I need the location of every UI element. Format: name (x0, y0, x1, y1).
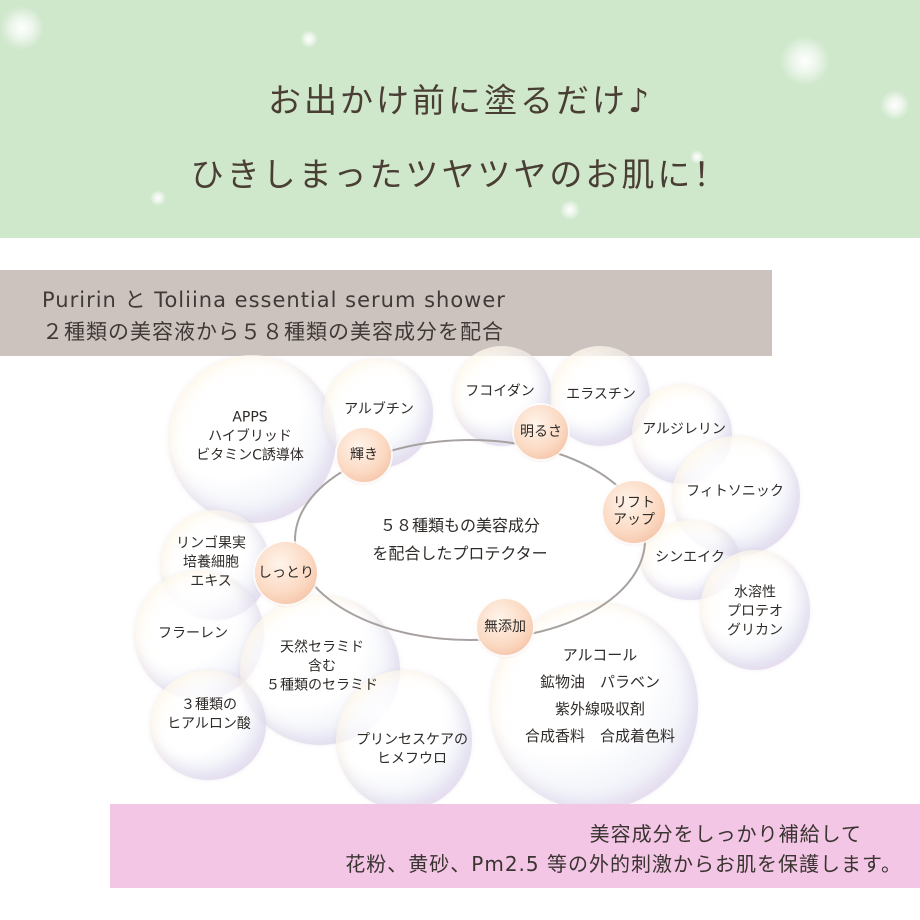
benefit-line-2: 花粉、黄砂、Pm2.5 等の外的刺激からお肌を保護します。 (345, 852, 902, 876)
ingredient-himefuro: プリンセスケアの ヒメフウロ (356, 732, 468, 767)
bubble (168, 355, 336, 523)
product-summary: ２種類の美容液から５８種類の美容成分を配合 (42, 320, 504, 344)
ingredient-apple-stem-cell: リンゴ果実 培養細胞 エキス (176, 535, 246, 590)
bubble (150, 670, 266, 780)
ingredient-proteoglycan: 水溶性 プロテオ グリカン (727, 584, 783, 639)
sparkle-decoration (780, 36, 830, 86)
sparkle-decoration (880, 90, 910, 120)
ingredient-synake: シンエイク (655, 549, 725, 566)
ingredient-arbutin: アルブチン (344, 401, 414, 418)
ingredient-hyaluronic-acid: ３種類の ヒアルロン酸 (167, 697, 251, 732)
additive-free-list: アルコール 鉱物油 パラベン 紫外線吸収剤 合成香料 合成着色料 (524, 646, 676, 745)
sparkle-decoration (560, 200, 580, 220)
category-lift-up-label: リフト アップ (613, 495, 655, 528)
sparkle-decoration (0, 6, 44, 50)
category-additive-free: 無添加 (477, 599, 533, 655)
headline-line-1: お出かけ前に塗るだけ♪ (267, 81, 653, 120)
ingredient-apps: APPS ハイブリッド ビタミンC誘導体 (196, 409, 304, 464)
category-moisture: しっとり (255, 542, 317, 604)
sparkle-decoration (690, 150, 704, 164)
category-moisture-label: しっとり (258, 564, 314, 581)
product-band: Puririn と Toliina essential serum shower… (0, 270, 772, 356)
benefit-line-1: 美容成分をしっかり補給して (589, 822, 862, 846)
category-brightness: 明るさ (514, 405, 568, 459)
bubble (336, 670, 472, 810)
category-brightness-label: 明るさ (520, 423, 562, 440)
center-line-1: ５８種類もの美容成分 (379, 516, 540, 535)
bubble (700, 550, 810, 670)
product-name: Puririn と Toliina essential serum shower (42, 288, 506, 312)
sparkle-decoration (300, 30, 318, 48)
category-additive-free-label: 無添加 (484, 618, 526, 635)
benefit-band: 美容成分をしっかり補給して 花粉、黄砂、Pm2.5 等の外的刺激からお肌を保護し… (110, 804, 920, 888)
center-line-2: を配合したプロテクター (372, 544, 548, 563)
category-radiance: 輝き (337, 428, 391, 482)
header-banner: お出かけ前に塗るだけ♪ ひきしまったツヤツヤのお肌に！ (0, 0, 920, 238)
category-radiance-label: 輝き (350, 446, 378, 463)
ingredient-elastin: エラスチン (566, 386, 636, 403)
ingredient-fullerene: フラーレン (158, 625, 228, 642)
ingredient-phytosonic: フィトソニック (686, 483, 784, 500)
category-lift-up: リフト アップ (603, 481, 665, 543)
ingredient-argireline: アルジレリン (642, 421, 726, 438)
ingredient-ceramide: 天然セラミド 含む ５種類のセラミド (266, 639, 378, 694)
center-caption: ５８種類もの美容成分 を配合したプロテクター (372, 512, 547, 568)
sparkle-decoration (150, 190, 166, 206)
ingredient-fucoidan: フコイダン (465, 383, 535, 400)
headline-line-2: ひきしまったツヤツヤのお肌に！ (190, 155, 730, 194)
